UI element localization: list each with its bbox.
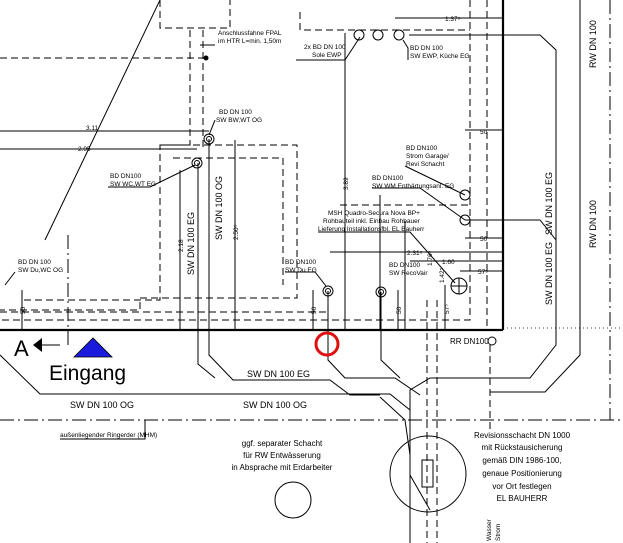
kueche-label: BD DN 100 — [410, 45, 443, 52]
building-walls — [0, 0, 623, 421]
dim-label: 50 — [396, 306, 403, 314]
pipe-label-sw-eg-horiz: SW DN 100 EG — [247, 369, 310, 379]
dim-label: 50 — [480, 129, 488, 136]
kueche-label-2: SW EWP, Küche EG — [410, 53, 469, 60]
dim-label: 1.76⁵ — [427, 250, 434, 266]
schacht-note-1: ggf. separater Schacht — [242, 439, 323, 448]
dim-label: 50 — [311, 306, 318, 314]
du-label-2: SW Du EG — [285, 267, 317, 274]
separate-shaft — [274, 481, 312, 519]
strom-label: BD DN100 — [406, 145, 437, 152]
dim-label: 50 — [480, 236, 488, 243]
annotations: Anschlussfahne FPAL im HTR L=min. 1,50m … — [14, 16, 598, 541]
sole-label: 2x BD DN 100 — [304, 44, 346, 51]
dim-label: 57⁵ — [478, 269, 488, 276]
reco-label: BD DN100 — [389, 262, 420, 269]
msh-label-2: Rohbauteil inkl. Einbau Rohbauer — [323, 218, 421, 225]
duwc-label: BD DN 100 — [18, 259, 51, 266]
dim-label: 57⁵ — [444, 304, 451, 314]
wc-label-2: SW WC,WT EG — [110, 181, 156, 188]
dim-label: 1.37⁵ — [445, 16, 461, 23]
dim-label: 50 — [20, 306, 27, 314]
dim-label: 2.50⁵ — [233, 224, 240, 240]
revi-note-5: vor Ort festlegen — [492, 482, 551, 491]
pipe-label-rw: RW DN 100 — [588, 20, 598, 68]
schacht-note-2: für RW Entwässerung — [243, 451, 321, 460]
strom-label-3: Revi Schacht — [406, 161, 444, 168]
pipe-fittings — [191, 29, 497, 519]
wm-label: BD DN100 — [372, 175, 403, 182]
wasser-label: Wasser — [486, 518, 493, 541]
rr-label: RR DN100 — [450, 337, 489, 346]
entrance-label: Eingang — [49, 362, 126, 385]
entrance-marker: A — [14, 336, 29, 361]
bw-label-2: SW BW,WT OG — [216, 117, 262, 124]
pipe-lines — [0, 0, 581, 543]
pipe-label-rw-2: RW DN 100 — [588, 200, 598, 248]
revision-shaft — [389, 435, 467, 513]
dim-label: 3.89 — [343, 177, 350, 190]
fpal-label-2: im HTR L=min. 1,50m — [218, 38, 281, 45]
pipe-label-sw-og-horiz: SW DN 100 OG — [70, 400, 134, 410]
fpal-label: Anschlussfahne FPAL — [218, 30, 282, 37]
dim-label: 2.18 — [178, 239, 185, 252]
dim-label: 3.11 — [86, 125, 99, 132]
wm-label-2: SW WM,Enthärtungsanl. EG — [372, 183, 454, 190]
revi-note-1: Revisionsschacht DN 1000 — [474, 431, 571, 440]
pipe-label-sw-og: SW DN 100 OG — [214, 176, 224, 240]
du-label: BD DN100 — [285, 259, 316, 266]
dim-label: 1.60 — [442, 259, 455, 266]
wc-label: BD DN100 — [110, 173, 141, 180]
duwc-label-2: SW Du,WC OG — [18, 267, 63, 274]
pipe-label-sw-eg: SW DN 100 EG — [186, 212, 196, 275]
ringerder-label: außenliegender Ringerder (MHM) — [60, 432, 157, 439]
msh-label-3: Lieferung Installationsfbl. EL Bauherr — [318, 226, 425, 233]
red-markup-circle — [314, 331, 340, 357]
revi-note-3: gemäß DIN 1986-100, — [482, 456, 561, 465]
dim-label: 2.95 — [78, 146, 91, 153]
strom-line-label: Strom — [495, 524, 502, 541]
dim-label: 1.42⁵ — [439, 267, 446, 283]
strom-label-2: Strom Garage/ — [406, 153, 449, 160]
revi-note-4: genaue Positionierung — [482, 469, 562, 478]
arrow-left-icon — [33, 338, 42, 352]
sole-label-2: Sole EWP — [312, 52, 342, 59]
entrance-triangle-icon — [73, 337, 113, 358]
pipe-label-sw-eg-right-2: SW DN 100 EG — [544, 172, 554, 235]
dimension-lines — [0, 17, 503, 440]
pipe-label-sw-og-horiz-2: SW DN 100 OG — [243, 400, 307, 410]
bw-label: BD DN 100 — [219, 109, 252, 116]
revi-note-2: mit Rückstausicherung — [482, 443, 563, 452]
msh-label: MSH Quadro-Secura Nova BP+ — [328, 210, 420, 217]
revi-note-6: EL BAUHERR — [497, 494, 548, 503]
pipe-label-sw-eg-right: SW DN 100 EG — [544, 242, 554, 305]
reco-label-2: SW RecoVair — [389, 270, 428, 277]
dim-label: 2.31⁵ — [407, 250, 423, 257]
schacht-note-3: in Absprache mit Erdarbeiter — [232, 463, 333, 472]
